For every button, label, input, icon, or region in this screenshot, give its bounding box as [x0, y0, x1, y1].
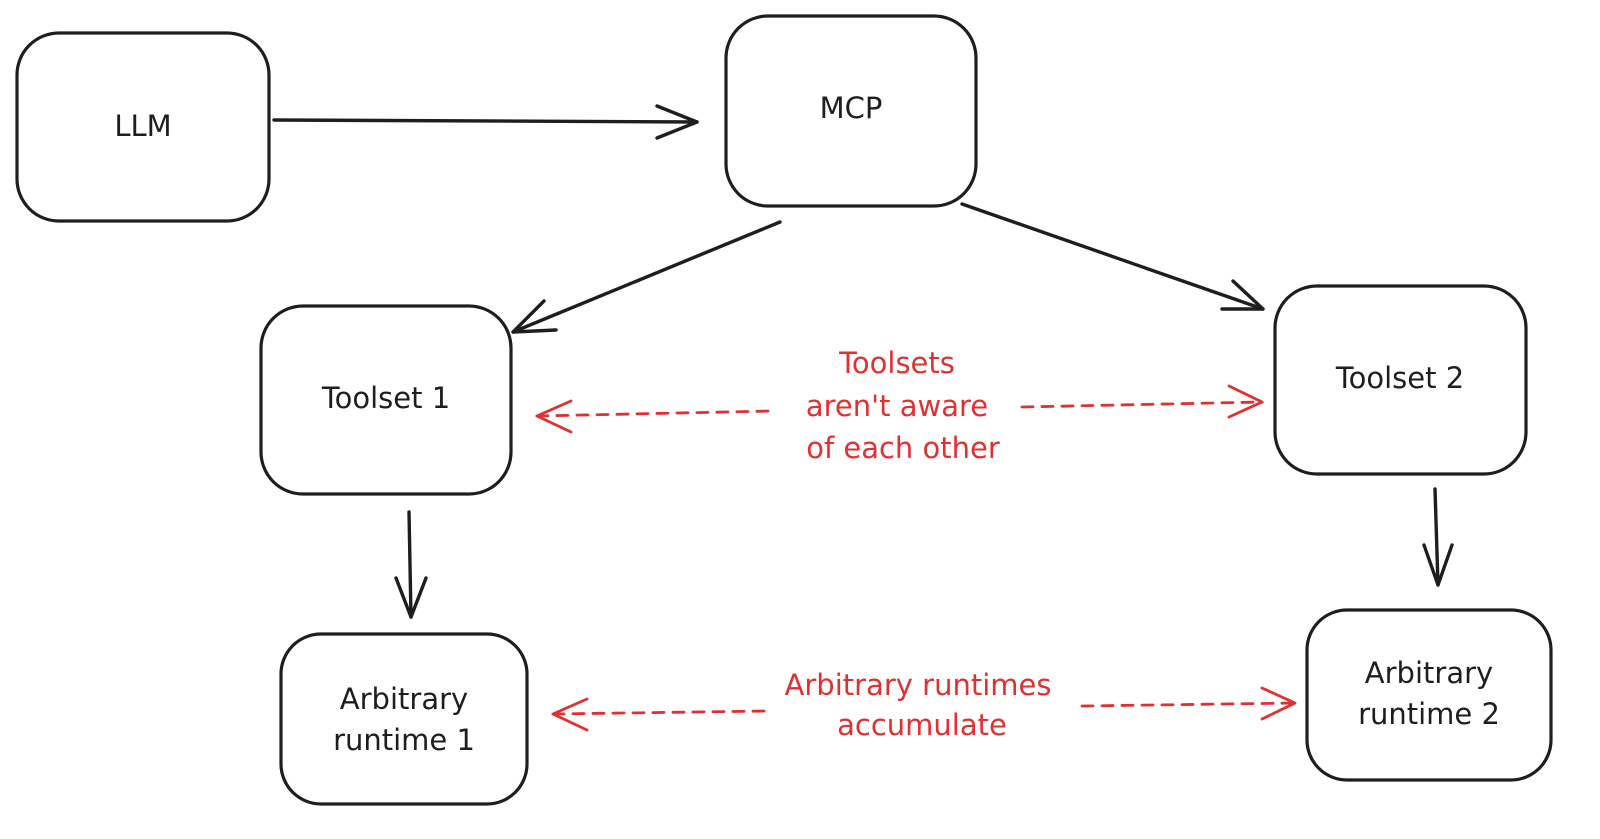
dashed-arrow-runtimes-right-segment [1080, 701, 1297, 708]
node-toolset-2-label: Toolset 2 [1335, 361, 1464, 395]
node-mcp: MCP [724, 14, 978, 208]
arrow-llm-to-mcp-head [655, 104, 699, 140]
node-runtime-2: Arbitrary runtime 2 [1305, 608, 1553, 782]
node-runtime-2-label-line-1: Arbitrary [1365, 656, 1493, 690]
arrow-mcp-to-toolset-2 [960, 202, 1265, 311]
dashed-arrow-toolsets-right-head [1227, 384, 1264, 419]
dashed-arrow-toolsets-right-segment [1020, 400, 1264, 409]
note-toolsets-line-3: of each other [806, 431, 1000, 465]
node-toolset-1-label: Toolset 1 [321, 381, 450, 415]
note-toolsets-line-2: aren't aware [806, 389, 988, 423]
note-runtimes: Arbitrary runtimes accumulate [785, 668, 1052, 742]
node-runtime-1-label-line-2: runtime 1 [333, 723, 475, 757]
arrow-toolset-1-to-runtime-1-head [394, 576, 428, 619]
node-runtime-2-box [1305, 608, 1553, 782]
node-llm-label: LLM [114, 109, 171, 143]
node-runtime-2-label-line-2: runtime 2 [1358, 697, 1500, 731]
arrow-mcp-to-toolset-2-head [1220, 279, 1265, 311]
node-toolset-2-box [1273, 284, 1528, 476]
dashed-arrow-toolsets-left-segment [535, 409, 774, 418]
node-toolset-1-box [259, 304, 513, 496]
node-runtime-1: Arbitrary runtime 1 [279, 632, 529, 806]
arrow-mcp-to-toolset-1 [511, 220, 782, 334]
node-mcp-box [724, 14, 978, 208]
node-llm-box [15, 31, 271, 223]
node-llm: LLM [15, 31, 271, 223]
arrow-toolset-2-to-runtime-2-line [1433, 487, 1440, 587]
arrow-llm-to-mcp [272, 104, 699, 140]
arrow-mcp-to-toolset-1-line [511, 220, 782, 334]
note-toolsets-line-1: Toolsets [838, 346, 955, 380]
dashed-arrow-runtimes-left-head [551, 697, 589, 732]
note-runtimes-line-2: accumulate [837, 708, 1007, 742]
arrow-toolset-2-to-runtime-2-head [1422, 543, 1454, 587]
arrow-llm-to-mcp-line [272, 118, 699, 124]
node-mcp-label: MCP [820, 91, 883, 125]
arrow-toolset-1-to-runtime-1-line [407, 510, 413, 619]
note-runtimes-line-1: Arbitrary runtimes [785, 668, 1052, 702]
dashed-arrow-runtimes-left-segment [551, 709, 770, 716]
node-toolset-2: Toolset 2 [1273, 284, 1528, 476]
dashed-arrow-toolsets [535, 384, 1264, 434]
arrow-mcp-to-toolset-2-line [960, 202, 1265, 311]
dashed-arrow-runtimes [551, 686, 1297, 732]
node-toolset-1: Toolset 1 [259, 304, 513, 496]
arrow-toolset-1-to-runtime-1 [394, 510, 428, 619]
dashed-arrow-runtimes-right-head [1260, 686, 1297, 721]
dashed-arrow-toolsets-left-head [535, 399, 573, 434]
note-toolsets: Toolsets aren't aware of each other [806, 346, 1000, 465]
node-runtime-1-box [279, 632, 529, 806]
arrow-toolset-2-to-runtime-2 [1422, 487, 1454, 587]
arrow-mcp-to-toolset-1-head [511, 299, 558, 334]
node-runtime-1-label-line-1: Arbitrary [340, 682, 468, 716]
